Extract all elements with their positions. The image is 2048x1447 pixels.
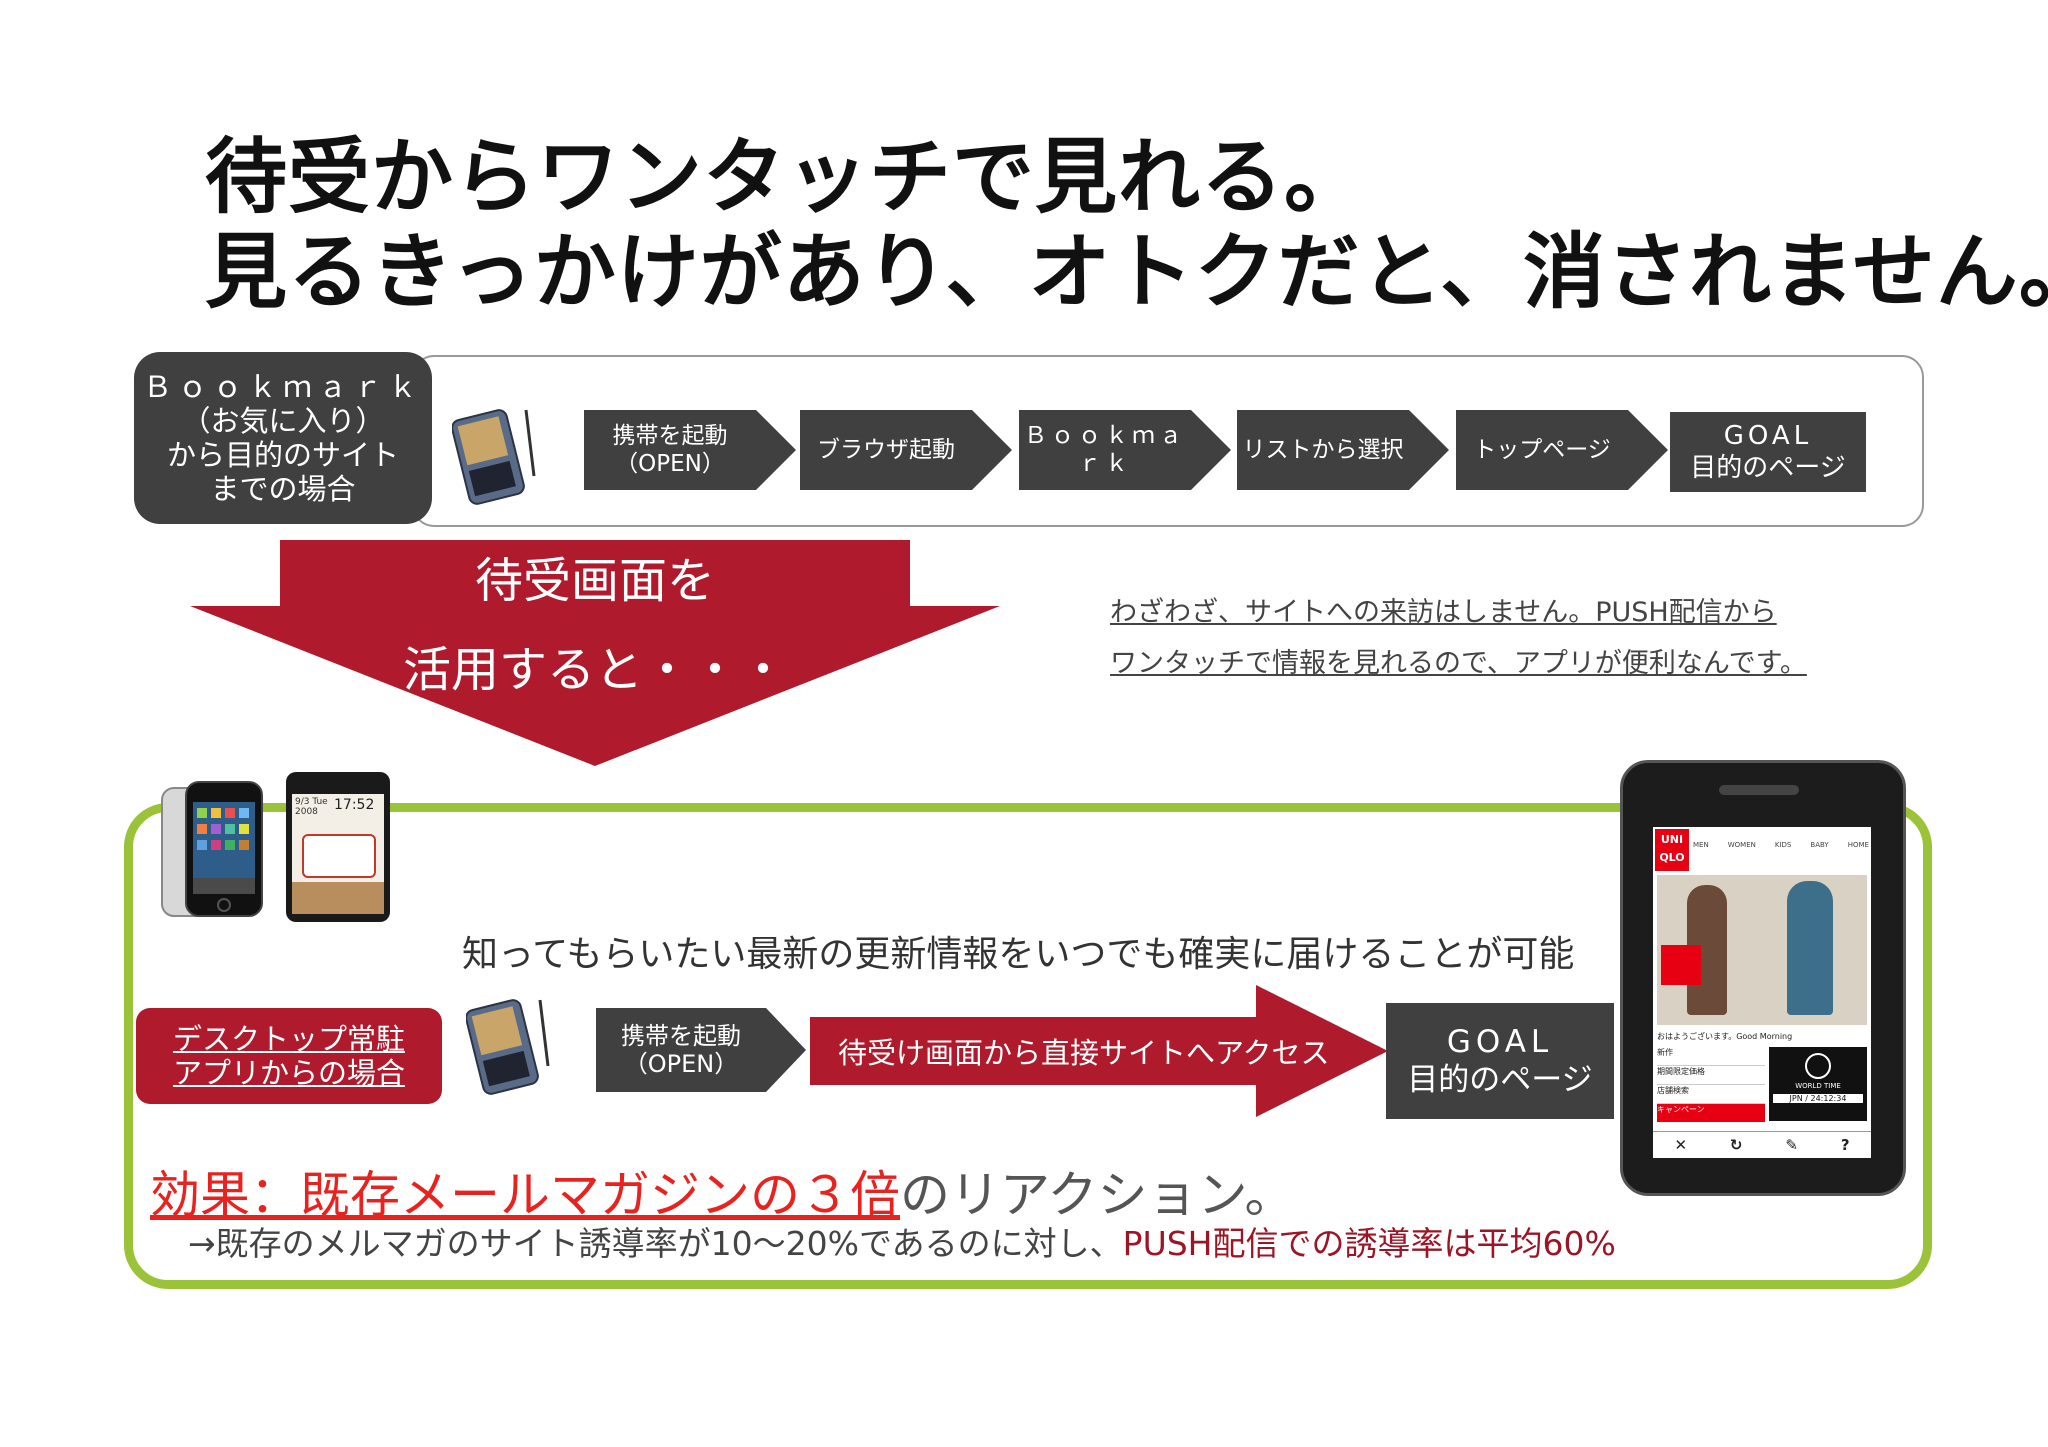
- phone-speaker: [1719, 785, 1799, 795]
- close-icon[interactable]: ✕: [1674, 1136, 1688, 1154]
- arrow-text-line-1: 待受画面を: [474, 553, 715, 609]
- phone-time: 17:52: [334, 797, 375, 813]
- goal-label: GOAL: [1446, 1024, 1554, 1060]
- chevron-right-icon: [756, 410, 796, 490]
- uniqlo-toolbar: ✕ ↻ ✎ ?: [1653, 1131, 1871, 1158]
- chevron-right-icon: [972, 410, 1012, 490]
- detail-prefix: →既存のメルマガのサイト誘導率が10〜20%であるのに対し、: [188, 1224, 1123, 1263]
- bookmark-label-line: （お気に入り）: [181, 404, 385, 438]
- title-line-1: 待受からワンタッチで見れる。: [205, 130, 1368, 225]
- direct-access-label: 待受け画面から直接サイトへアクセス: [838, 1036, 1330, 1070]
- step-sublabel: （OPEN）: [615, 451, 725, 477]
- chevron-right-icon: [1191, 410, 1231, 490]
- uniqlo-greeting: おはようございます。Good Morning: [1657, 1032, 1793, 1041]
- step-body: 携帯を起動 （OPEN）: [584, 410, 756, 490]
- pda-device-icon: [452, 409, 536, 505]
- pda-device-icon: [466, 999, 550, 1095]
- step-sublabel: （OPEN）: [623, 1050, 739, 1078]
- nav-item[interactable]: HOME: [1847, 841, 1869, 849]
- goal-box-bottom: GOAL 目的のページ: [1386, 1003, 1614, 1119]
- step-label: ブラウザ起動: [817, 437, 955, 463]
- nav-item[interactable]: MEN: [1693, 841, 1709, 849]
- step-label: Ｂｏｏｋｍａｒｋ: [1024, 423, 1186, 477]
- goal-sublabel: 目的のページ: [1690, 453, 1846, 483]
- globe-icon: [1805, 1053, 1831, 1079]
- flip-phone-icon: 9/3 Tue 2008 17:52: [286, 772, 390, 922]
- uniqlo-nav: MEN WOMEN KIDS BABY HOME: [1693, 841, 1869, 849]
- phone-notice: [302, 834, 376, 878]
- nav-item[interactable]: BABY: [1810, 841, 1829, 849]
- bookmark-label-line: から目的のサイト: [166, 438, 399, 472]
- goal-sublabel: 目的のページ: [1407, 1062, 1593, 1098]
- logo-line: UNI: [1660, 833, 1684, 846]
- refresh-icon[interactable]: ↻: [1729, 1136, 1743, 1154]
- world-time-panel: WORLD TIME JPN / 24:12:34: [1769, 1047, 1867, 1121]
- note-line-1: わざわざ、サイトへの来訪はしません。PUSH配信から: [1110, 597, 1777, 628]
- note-line-2: ワンタッチで情報を見れるので、アプリが便利なんです。: [1110, 648, 1807, 679]
- flow-step-top-page: トップページ: [1456, 410, 1668, 490]
- step-label: トップページ: [1473, 437, 1611, 463]
- menu-item[interactable]: キャンペーン: [1657, 1104, 1765, 1122]
- nav-item[interactable]: KIDS: [1774, 841, 1792, 849]
- smartphone-icon: [161, 781, 263, 917]
- effect-detail: →既存のメルマガのサイト誘導率が10〜20%であるのに対し、PUSH配信での誘導…: [188, 1217, 1616, 1265]
- goal-box-top: GOAL 目的のページ: [1670, 412, 1866, 492]
- step-body: ブラウザ起動: [800, 410, 972, 490]
- bookmark-label-line: Ｂｏｏｋｍａｒｋ: [142, 370, 423, 404]
- step-body: 携帯を起動 （OPEN）: [596, 1008, 766, 1092]
- desktop-info-text: 知ってもらいたい最新の更新情報をいつでも確実に届けることが可能: [462, 934, 1575, 975]
- desktop-step-open: 携帯を起動 （OPEN）: [596, 1008, 806, 1092]
- promo-figure: [1787, 881, 1833, 1015]
- effect-highlight: 効果：既存メールマガジンの３倍: [150, 1166, 900, 1224]
- effect-line: 効果：既存メールマガジンの３倍のリアクション。: [150, 1155, 1295, 1227]
- down-arrow-shape: [190, 540, 1000, 766]
- uniqlo-phone: UNI QLO MEN WOMEN KIDS BABY HOME おはようござい…: [1620, 760, 1906, 1196]
- desktop-label-line: アプリからの場合: [172, 1056, 405, 1090]
- desktop-case-label: デスクトップ常駐 アプリからの場合: [136, 1008, 442, 1104]
- phone-floor: [292, 882, 384, 914]
- step-body: リストから選択: [1237, 410, 1409, 490]
- flip-phone-screen: 9/3 Tue 2008 17:52: [292, 794, 384, 914]
- flow-step-bookmark: Ｂｏｏｋｍａｒｋ: [1019, 410, 1231, 490]
- step-label: 携帯を起動: [621, 1022, 741, 1050]
- chevron-right-icon: [1409, 410, 1449, 490]
- world-time-value: JPN / 24:12:34: [1773, 1094, 1863, 1103]
- world-time-label: WORLD TIME: [1795, 1082, 1841, 1090]
- chevron-right-icon: [766, 1008, 806, 1092]
- menu-item[interactable]: 店舗検索: [1657, 1085, 1765, 1104]
- arrow-text-line-2: 活用すると・・・: [402, 642, 787, 698]
- desktop-label-line: デスクトップ常駐: [172, 1022, 405, 1056]
- flow-step-list: リストから選択: [1237, 410, 1449, 490]
- uniqlo-menu: 新作 期間限定価格 店舗検索 キャンペーン: [1657, 1047, 1765, 1122]
- flow-step-open: 携帯を起動 （OPEN）: [584, 410, 796, 490]
- flow-step-browser: ブラウザ起動: [800, 410, 1012, 490]
- nav-item[interactable]: WOMEN: [1727, 841, 1756, 849]
- promo-tag: [1661, 945, 1701, 985]
- promo-image: [1657, 875, 1867, 1025]
- logo-line: QLO: [1659, 851, 1685, 864]
- step-label: 携帯を起動: [612, 423, 728, 449]
- bookmark-case-label: Ｂｏｏｋｍａｒｋ （お気に入り） から目的のサイト までの場合: [134, 352, 432, 524]
- bookmark-label-line: までの場合: [210, 472, 356, 506]
- goal-label: GOAL: [1723, 421, 1813, 451]
- wrench-icon[interactable]: ✎: [1785, 1136, 1798, 1154]
- phone-screen: UNI QLO MEN WOMEN KIDS BABY HOME おはようござい…: [1653, 827, 1871, 1158]
- effect-rest: のリアクション。: [900, 1166, 1295, 1224]
- step-body: トップページ: [1456, 410, 1628, 490]
- phone-date: 9/3 Tue 2008: [295, 797, 328, 817]
- step-body: Ｂｏｏｋｍａｒｋ: [1019, 410, 1191, 490]
- direct-access-arrow-shape: [810, 985, 1388, 1117]
- chevron-right-icon: [1628, 410, 1668, 490]
- menu-item[interactable]: 期間限定価格: [1657, 1066, 1765, 1085]
- menu-item[interactable]: 新作: [1657, 1047, 1765, 1066]
- help-icon[interactable]: ?: [1840, 1136, 1850, 1154]
- detail-highlight: PUSH配信での誘導率は平均60%: [1122, 1224, 1616, 1263]
- title-line-2: 見るきっかけがあり、オトクだと、消されません。: [205, 225, 2048, 320]
- uniqlo-logo: UNI QLO: [1655, 829, 1689, 871]
- step-label: リストから選択: [1242, 437, 1404, 463]
